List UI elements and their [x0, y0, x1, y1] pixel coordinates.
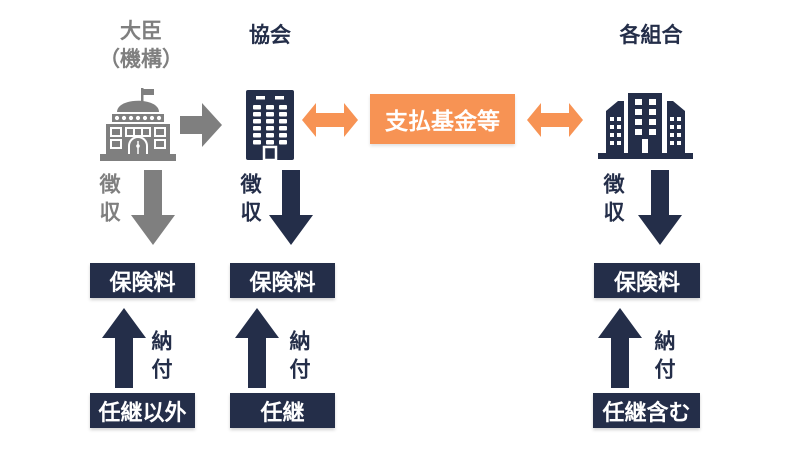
- column-header-unions: 各組合: [619, 24, 683, 47]
- double-headed-arrow-icon: [302, 103, 358, 137]
- pay-label: 納付: [149, 330, 172, 386]
- source-box: 任継: [230, 393, 335, 428]
- payment-fund-box: 支払基金等: [370, 94, 515, 144]
- column-header-association: 協会: [249, 24, 291, 47]
- collect-label: 徴収: [238, 173, 261, 229]
- down-arrow-icon: [638, 170, 682, 245]
- up-arrow-icon: [598, 308, 642, 388]
- pay-label: 納付: [287, 330, 310, 386]
- source-box: 任継含む: [593, 393, 700, 428]
- premium-box: 保険料: [230, 263, 335, 298]
- double-headed-arrow-icon: [527, 103, 583, 137]
- up-arrow-icon: [235, 308, 279, 388]
- collect-label: 徴収: [97, 173, 120, 229]
- city-buildings-icon: [598, 93, 693, 161]
- pay-label: 納付: [652, 330, 675, 386]
- column-header-minister: 大臣 （機構）: [99, 20, 183, 71]
- government-building-icon: [98, 88, 178, 166]
- office-building-icon: [243, 87, 297, 163]
- premium-box: 保険料: [90, 263, 195, 298]
- collect-label: 徴収: [601, 173, 624, 229]
- right-arrow-icon: [180, 103, 222, 147]
- source-box: 任継以外: [90, 393, 195, 428]
- up-arrow-icon: [102, 308, 146, 388]
- down-arrow-icon: [269, 170, 313, 245]
- premium-box: 保険料: [594, 263, 700, 298]
- down-arrow-icon: [131, 170, 175, 245]
